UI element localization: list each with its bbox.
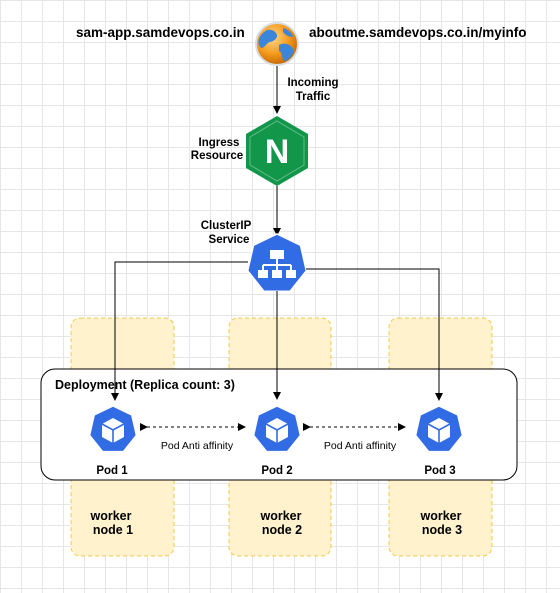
service-label-line1: ClusterIP [201, 220, 252, 232]
worker-node-2-label-line2: node 2 [262, 523, 302, 537]
affinity-label-1: Pod Anti affinity [161, 440, 234, 452]
worker-node-3-label-line2: node 3 [422, 523, 462, 537]
pod-2-label: Pod 2 [261, 465, 292, 477]
host-right-label: aboutme.samdevops.co.in/myinfo [309, 25, 527, 40]
traffic-label-line1: Incoming [287, 77, 338, 89]
nginx-glyph: N [265, 133, 290, 171]
nginx-icon: N [246, 116, 308, 186]
host-left-label: sam-app.samdevops.co.in [76, 25, 245, 40]
affinity-label-1-bg [150, 438, 244, 453]
deployment-label: Deployment (Replica count: 3) [55, 378, 235, 392]
worker-node-1-label-line1: worker [90, 509, 132, 523]
worker-node-1-label-line2: node 1 [93, 523, 133, 537]
ingress-label-line1: Ingress [199, 137, 240, 149]
ingress-label-line2: Resource [191, 150, 243, 162]
traffic-label-line2: Traffic [296, 91, 331, 103]
service-to-pod3-arrow [306, 268, 443, 401]
service-icon [246, 233, 308, 292]
globe-icon [255, 22, 299, 66]
service-label-line2: Service [209, 234, 250, 246]
pod-1-label: Pod 1 [96, 465, 128, 477]
affinity-label-2-bg [313, 438, 407, 453]
worker-node-2-label-line1: worker [260, 509, 302, 523]
worker-node-3-label-line1: worker [420, 509, 462, 523]
service-to-pod1-arrow [111, 261, 248, 401]
affinity-label-2: Pod Anti affinity [324, 440, 397, 452]
pod-3-label: Pod 3 [424, 465, 455, 477]
